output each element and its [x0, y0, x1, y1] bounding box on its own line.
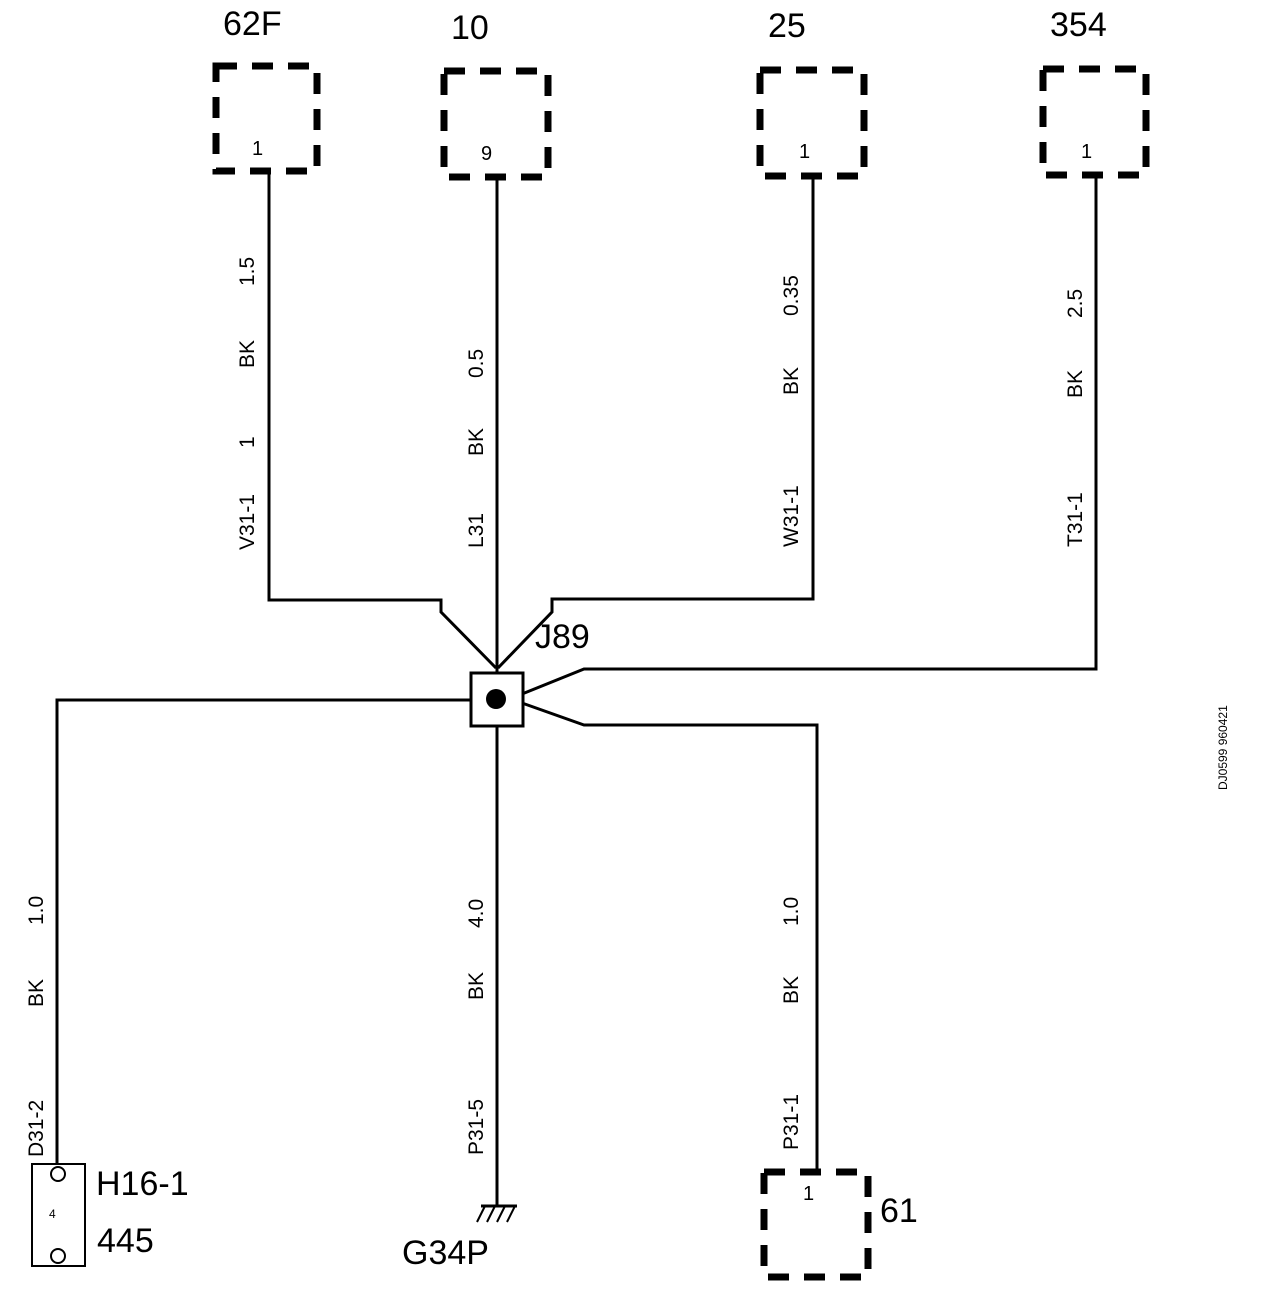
wire-p31-5-id: P31-5 — [465, 1099, 488, 1155]
wire-t31-1[interactable] — [521, 176, 1098, 696]
document-code: DJ0599 960421 — [1216, 705, 1230, 790]
wire-d31-2[interactable] — [55, 698, 470, 1167]
connector-10-pin: 9 — [481, 143, 492, 165]
wire-d31-id: D31-2 — [25, 1100, 48, 1157]
wire-l31-id: L31 — [465, 513, 488, 548]
wire-p31-5-size: 4.0 — [465, 899, 488, 928]
label-group-p31-1: P31-1 BK 1.0 — [780, 897, 803, 1150]
connector-h16-1-pin: 4 — [49, 1207, 56, 1221]
wire-t31-color: BK — [1064, 370, 1087, 398]
wire-l31-color: BK — [465, 428, 488, 456]
wire-p31-1-size: 1.0 — [780, 897, 803, 926]
connector-h16-1[interactable]: 4 H16-1 445 — [31, 1163, 189, 1267]
wire-v31-1[interactable] — [267, 174, 498, 670]
wire-d31-size: 1.0 — [25, 896, 48, 925]
label-group-w31: W31-1 BK 0.35 — [780, 275, 803, 547]
label-group-t31: T31-1 BK 2.5 — [1064, 289, 1087, 547]
connector-354-pin: 1 — [1081, 141, 1092, 163]
wire-d31-color: BK — [25, 979, 48, 1007]
connector-62f-label: 62F — [223, 5, 282, 43]
connector-354-label: 354 — [1050, 6, 1107, 44]
connector-10[interactable]: 10 9 — [440, 9, 552, 181]
connector-61[interactable]: 1 61 — [760, 1168, 918, 1281]
connector-354[interactable]: 354 1 — [1039, 6, 1150, 179]
connector-25-label: 25 — [768, 7, 806, 45]
label-group-d31: D31-2 BK 1.0 — [25, 896, 48, 1157]
label-group-v31: V31-1 1 BK 1.5 — [236, 257, 259, 550]
junction-j89[interactable]: J89 — [469, 618, 590, 728]
connector-10-label: 10 — [451, 9, 489, 47]
wire-p31-1-id: P31-1 — [780, 1094, 803, 1150]
wire-w31-size: 0.35 — [780, 275, 803, 316]
connector-61-pin: 1 — [803, 1183, 814, 1205]
connector-h16-1-sub: 445 — [97, 1222, 154, 1260]
wire-t31-size: 2.5 — [1064, 289, 1087, 318]
wire-v31-color: BK — [236, 340, 259, 368]
label-group-p31-5: P31-5 BK 4.0 — [465, 899, 488, 1155]
connector-25[interactable]: 25 1 — [756, 7, 868, 180]
wire-p31-5-color: BK — [465, 972, 488, 1000]
junction-j89-label: J89 — [535, 618, 590, 656]
wire-w31-id: W31-1 — [780, 485, 803, 547]
wire-v31-size: 1.5 — [236, 257, 259, 286]
ground-g34p[interactable]: G34P — [402, 1204, 517, 1272]
wire-p31-1-color: BK — [780, 976, 803, 1004]
connector-62f[interactable]: 62F 1 — [212, 5, 321, 175]
connector-25-pin: 1 — [799, 141, 810, 163]
wire-w31-1[interactable] — [496, 178, 815, 670]
wire-t31-id: T31-1 — [1064, 492, 1087, 547]
wire-v31-n: 1 — [236, 436, 259, 448]
connector-61-label: 61 — [880, 1192, 918, 1230]
wire-p31-1[interactable] — [521, 701, 819, 1170]
ground-g34p-label: G34P — [402, 1234, 489, 1272]
connector-62f-pin: 1 — [252, 138, 263, 160]
wire-v31-id: V31-1 — [236, 494, 259, 550]
wire-l31-size: 0.5 — [465, 349, 488, 378]
label-group-l31: L31 BK 0.5 — [465, 349, 488, 548]
connector-h16-1-label: H16-1 — [96, 1165, 189, 1203]
wire-w31-color: BK — [780, 367, 803, 395]
